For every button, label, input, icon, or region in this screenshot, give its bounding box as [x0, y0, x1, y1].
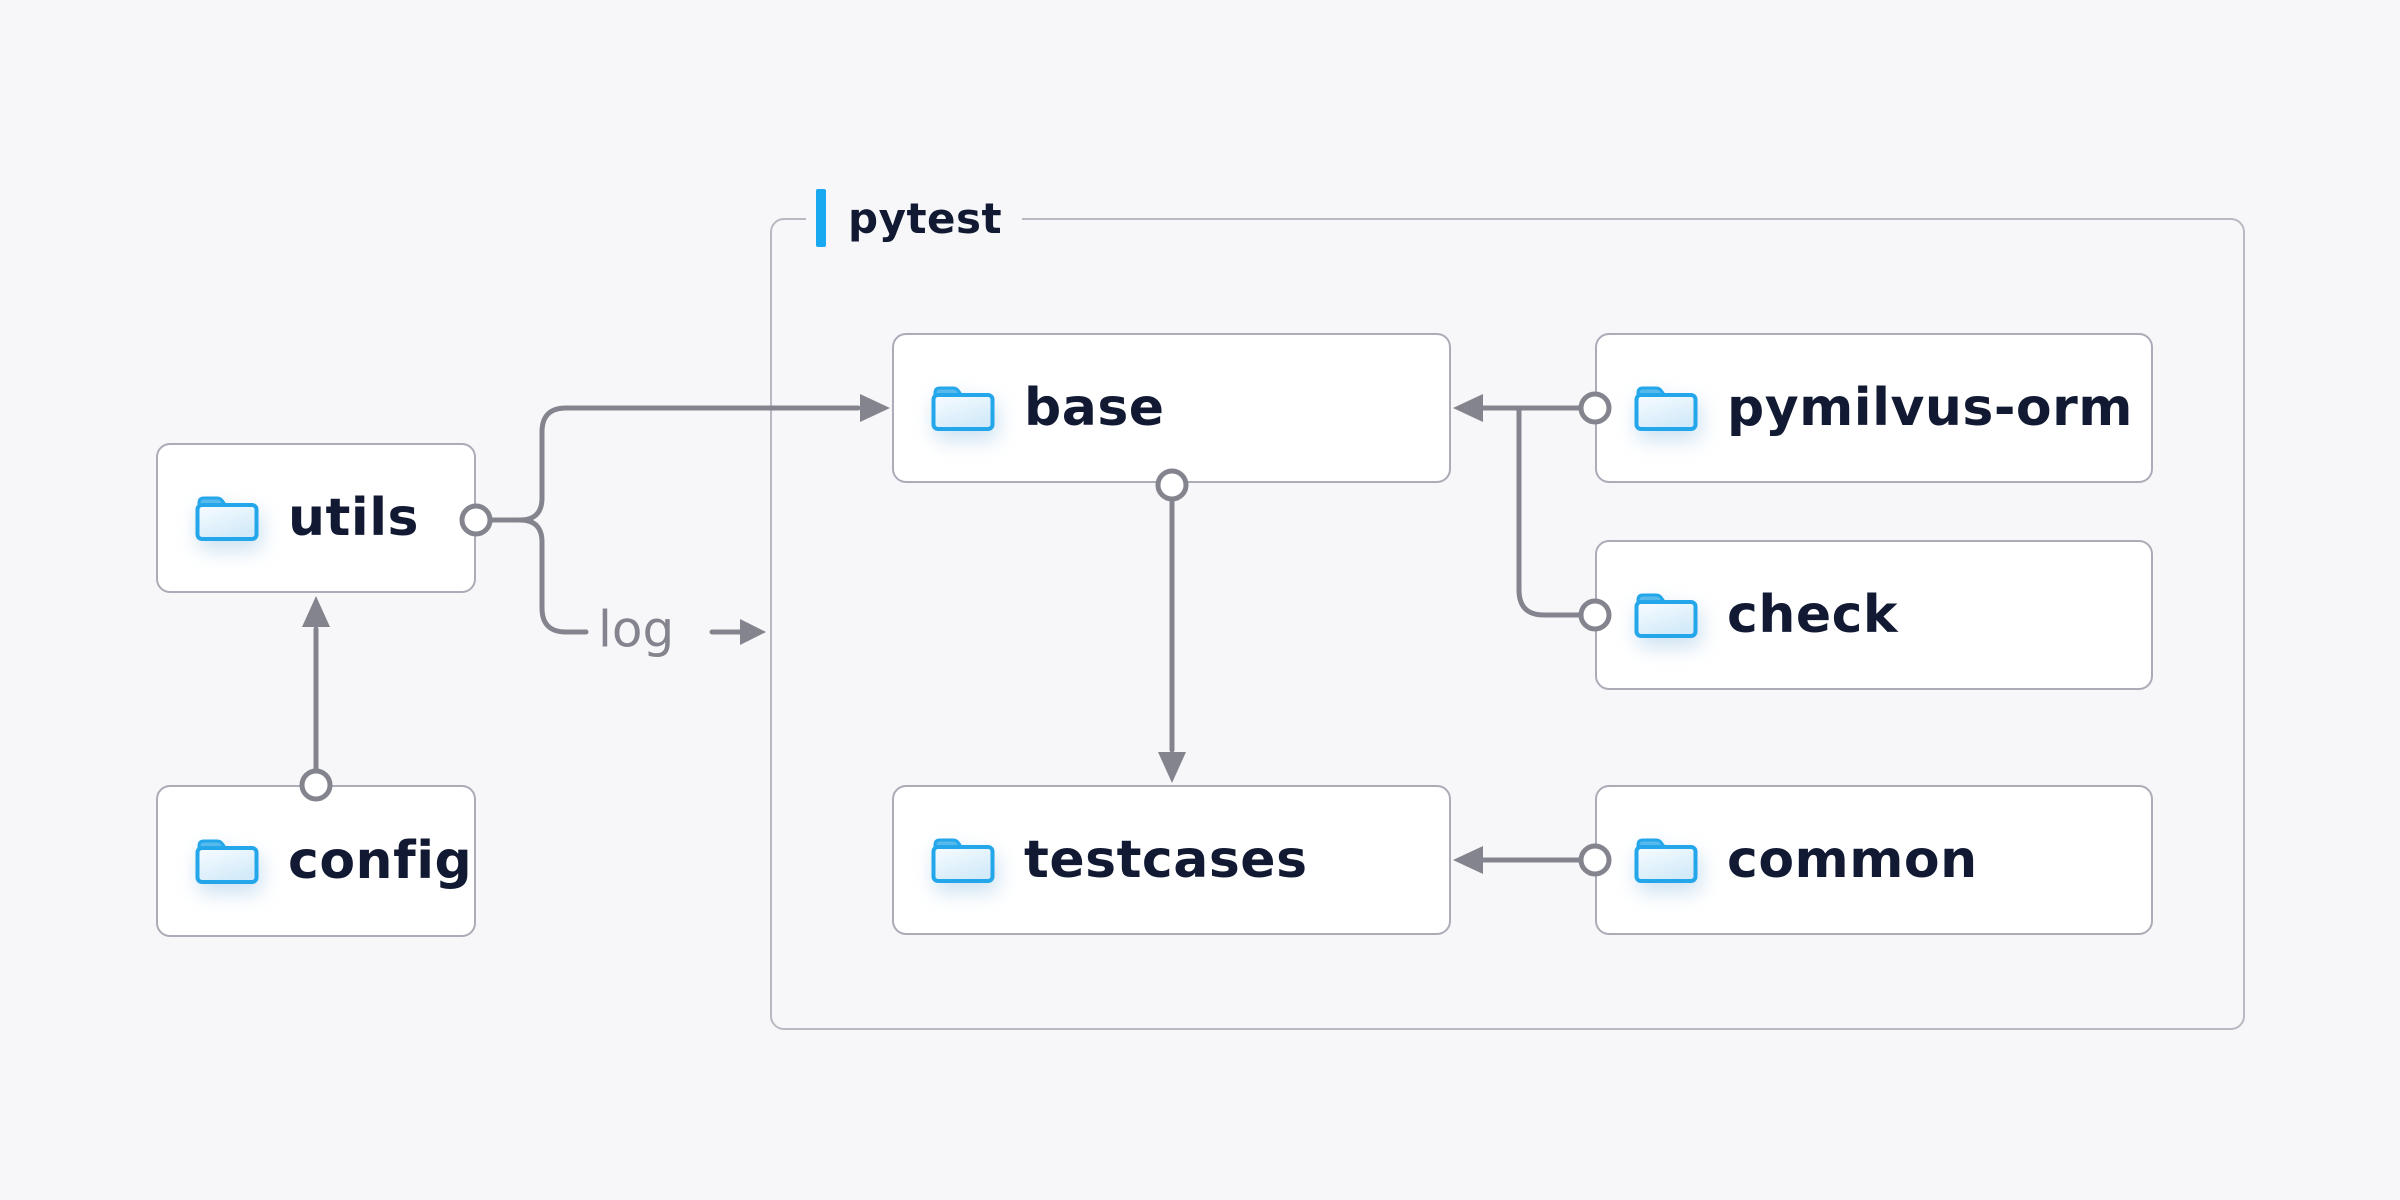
arrowhead-to-utils	[302, 596, 330, 627]
node-label: config	[288, 831, 473, 891]
folder-icon	[195, 839, 259, 884]
node-label: pymilvus-orm	[1727, 378, 2133, 438]
folder-icon	[1634, 593, 1698, 638]
node-check: check	[1595, 540, 2153, 690]
folder-icon	[195, 496, 259, 541]
node-pymilvus-orm: pymilvus-orm	[1595, 333, 2153, 483]
pytest-container-title: pytest	[848, 193, 1003, 243]
accent-bar	[816, 189, 826, 247]
node-testcases: testcases	[892, 785, 1451, 935]
node-label: check	[1727, 585, 1899, 645]
node-label: testcases	[1024, 830, 1308, 890]
pytest-container	[770, 218, 2245, 1030]
folder-icon	[931, 838, 995, 883]
folder-icon	[1634, 386, 1698, 431]
arrowhead-log	[740, 619, 766, 645]
node-config: config	[156, 785, 476, 937]
edge-label-log: log	[598, 600, 675, 659]
edge-utils-log	[517, 517, 589, 635]
node-common: common	[1595, 785, 2153, 935]
node-label: utils	[288, 488, 419, 548]
node-label: base	[1024, 378, 1165, 438]
folder-icon	[1634, 838, 1698, 883]
node-utils: utils	[156, 443, 476, 593]
folder-icon	[931, 386, 995, 431]
pytest-container-label: pytest	[806, 183, 1023, 253]
node-base: base	[892, 333, 1451, 483]
node-label: common	[1727, 830, 1978, 890]
